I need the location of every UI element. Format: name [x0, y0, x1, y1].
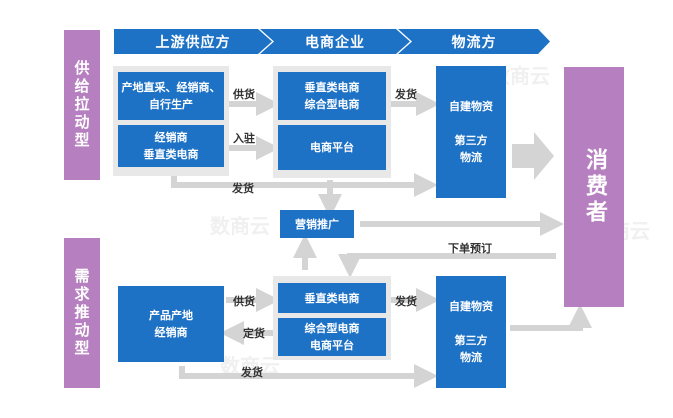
arrow-demand-ship-2	[179, 364, 438, 388]
demand-driven-label: 需求推动型	[64, 238, 100, 388]
marketing-box: 营销推广	[280, 210, 354, 238]
label-settle-in: 入驻	[233, 132, 255, 145]
stage-upstream-header: 上游供应方	[114, 29, 272, 54]
supply-ecommerce-box-2: 电商平台	[278, 125, 386, 170]
label-ship-4: 发货	[241, 366, 263, 379]
arrow-supply-consumer	[512, 132, 554, 180]
arrow-demand-consumer	[510, 304, 592, 331]
supply-ecommerce-box-1: 垂直类电商 综合型电商	[278, 72, 386, 120]
stage-logistics-header: 物流方	[398, 29, 550, 54]
label-custom-goods: 定货	[243, 327, 265, 340]
label-ship-2: 发货	[232, 182, 254, 195]
label-supply-goods: 供货	[233, 88, 255, 101]
demand-upstream-box: 产品产地 经销商	[118, 286, 224, 362]
arrow-place-order	[338, 253, 556, 278]
label-ship-1: 发货	[395, 88, 417, 101]
stage-ecommerce-header: 电商企业	[260, 29, 410, 54]
supply-upstream-box-2: 经销商 垂直类电商	[118, 125, 224, 167]
consumer-box: 消费者	[564, 67, 624, 307]
stage-ecommerce-label: 电商企业	[305, 34, 365, 51]
supply-logistics-box: 自建物资 第三方 物流	[436, 66, 506, 198]
supply-driven-label: 供给拉动型	[64, 30, 100, 180]
demand-ecommerce-box-1: 垂直类电商	[278, 283, 386, 313]
demand-logistics-box: 自建物资 第三方 物流	[436, 276, 506, 388]
stage-logistics-label: 物流方	[451, 34, 497, 51]
label-place-order: 下单预订	[448, 242, 492, 255]
label-demand-goods: 供货	[233, 295, 255, 308]
arrow-supply-ship-2	[171, 172, 438, 197]
supply-upstream-box-1: 产地直采、经销商、 自行生产	[118, 72, 224, 120]
demand-ecommerce-box-2: 综合型电商 电商平台	[278, 318, 386, 356]
stage-upstream-label: 上游供应方	[155, 34, 231, 51]
label-ship-3: 发货	[395, 295, 417, 308]
